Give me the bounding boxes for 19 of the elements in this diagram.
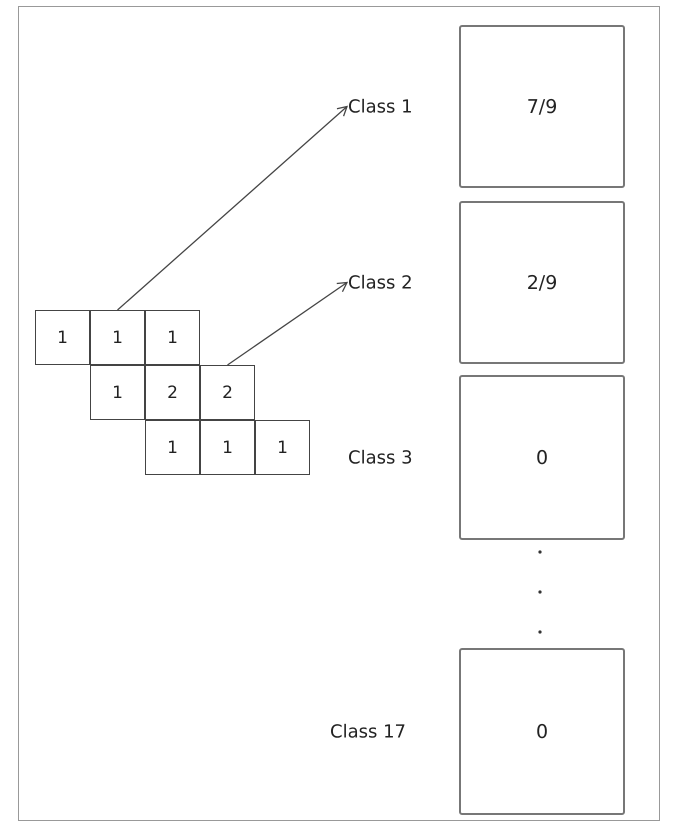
grid-cell: 2	[145, 365, 200, 420]
grid-cell: 1	[145, 420, 200, 475]
grid-cell: 1	[35, 310, 90, 365]
arrow	[117, 106, 348, 310]
grid-cell: 1	[255, 420, 310, 475]
class-label: Class 17	[330, 721, 406, 742]
value-box: 2/9	[459, 201, 625, 364]
value-box: 0	[459, 648, 625, 815]
grid-cell: 1	[200, 420, 255, 475]
class-label: Class 2	[348, 272, 413, 293]
value-box: 7/9	[459, 25, 625, 188]
value-box: 0	[459, 375, 625, 540]
grid-cell: 2	[200, 365, 255, 420]
grid-cell: 1	[90, 310, 145, 365]
grid-cell: 1	[145, 310, 200, 365]
grid-cell: 1	[90, 365, 145, 420]
arrow	[227, 282, 348, 366]
class-label: Class 3	[348, 447, 413, 468]
class-label: Class 1	[348, 96, 413, 117]
